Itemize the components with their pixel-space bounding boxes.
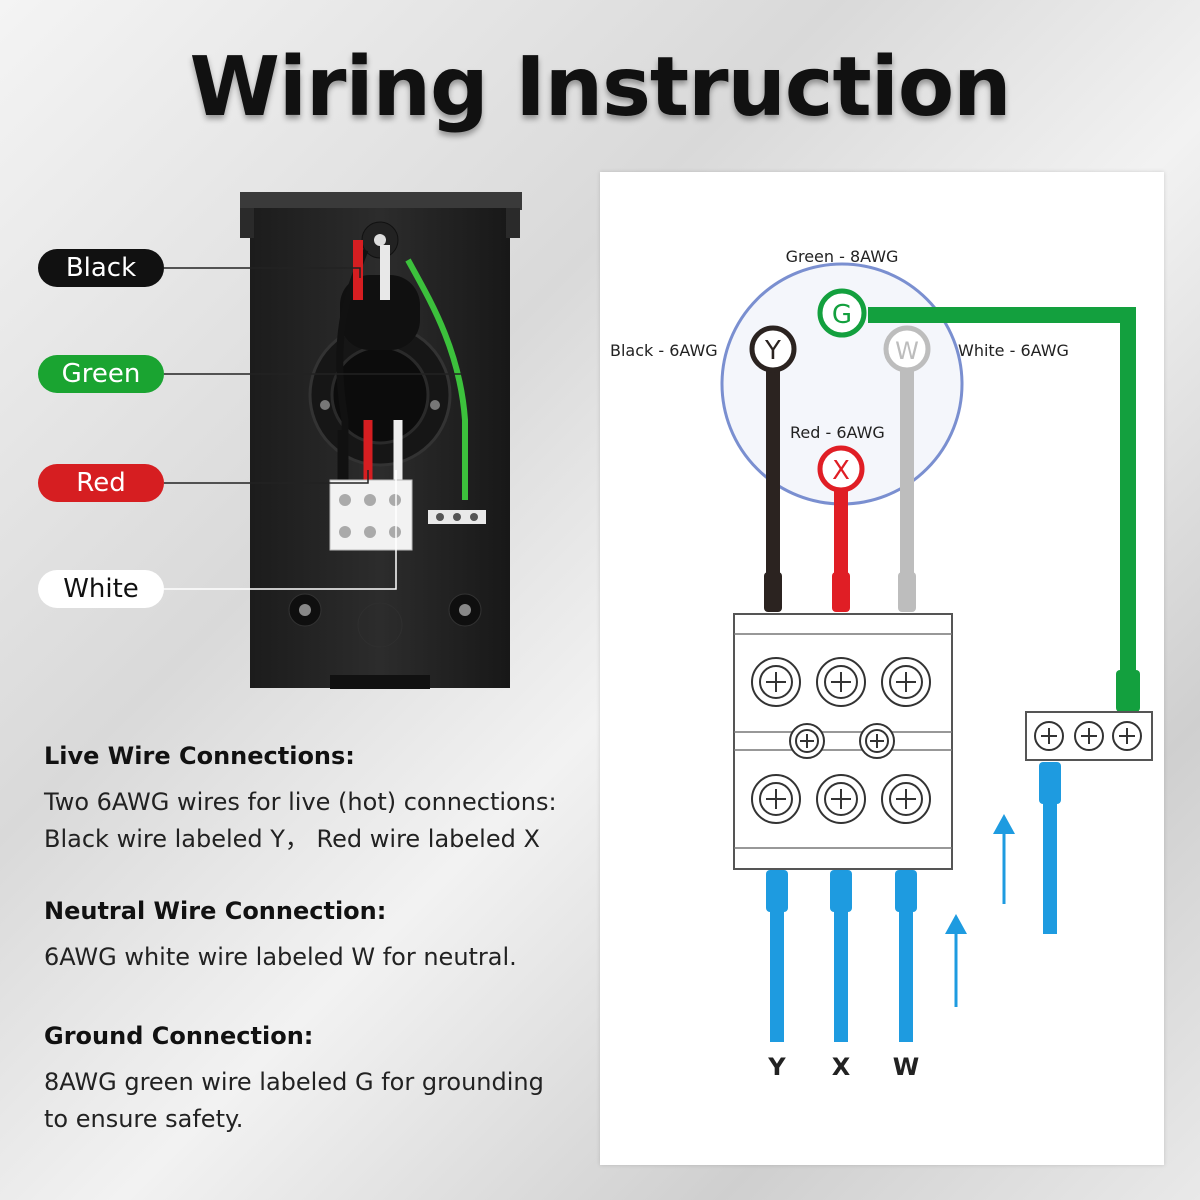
callout-black: Black [38, 249, 164, 287]
section-heading: Live Wire Connections: [44, 742, 355, 770]
bottom-label-y: Y [767, 1053, 786, 1081]
enclosure-lid [240, 192, 522, 210]
ground-bar [1025, 711, 1153, 761]
terminal-g-letter: G [832, 300, 852, 330]
red-wire-label: Red - 6AWG [790, 423, 885, 442]
terminal-x [817, 445, 865, 493]
terminal-y-letter: Y [764, 336, 781, 366]
callout-green: Green [38, 355, 164, 393]
section-line: Two 6AWG wires for live (hot) connection… [44, 788, 557, 816]
page-title: Wiring Instruction [189, 40, 1011, 135]
section-heading: Neutral Wire Connection: [44, 897, 387, 925]
callout-white: White [38, 570, 164, 608]
black-wire-label: Black - 6AWG [610, 341, 718, 360]
terminal-g [817, 288, 867, 338]
section-line: 6AWG white wire labeled W for neutral. [44, 943, 517, 971]
section-line: to ensure safety. [44, 1105, 244, 1133]
terminal-w [883, 325, 931, 373]
section-line: 8AWG green wire labeled G for grounding [44, 1068, 544, 1096]
section-line: Black wire labeled Y， Red wire labeled X [44, 825, 540, 853]
wiring-diagram: Green - 8AWG Black - 6AWG White - 6AWG R… [610, 247, 1153, 1081]
bottom-label-x: X [832, 1053, 851, 1081]
main-terminal-block [733, 613, 953, 870]
neutral-wire-section: Neutral Wire Connection: 6AWG white wire… [44, 897, 584, 976]
live-wire-section: Live Wire Connections: Two 6AWG wires fo… [44, 742, 584, 858]
terminal-y [749, 325, 797, 373]
wiring-diagram-panel: Green - 8AWG Black - 6AWG White - 6AWG R… [600, 172, 1164, 1165]
ground-section: Ground Connection: 8AWG green wire label… [44, 1022, 584, 1138]
terminal-w-letter: W [895, 337, 919, 365]
bottom-label-w: W [893, 1053, 919, 1081]
white-wire-label: White - 6AWG [958, 341, 1069, 360]
callout-red: Red [38, 464, 164, 502]
terminal-block-photo [329, 479, 413, 551]
load-center-photo [240, 192, 522, 689]
green-wire-label: Green - 8AWG [786, 247, 899, 266]
callout-leaders [164, 267, 463, 590]
terminal-x-letter: X [832, 456, 850, 486]
section-heading: Ground Connection: [44, 1022, 314, 1050]
